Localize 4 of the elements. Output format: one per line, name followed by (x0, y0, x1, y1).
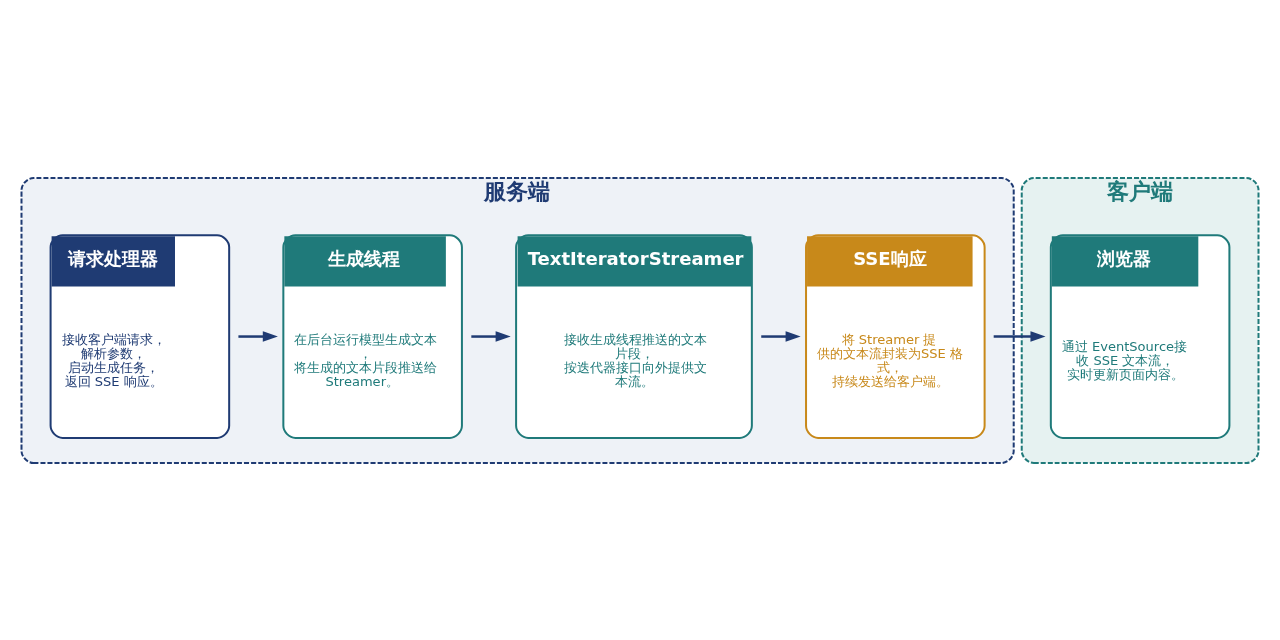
arrow (238, 330, 278, 342)
arrow (993, 330, 1046, 342)
arrow (761, 330, 801, 342)
arrow (471, 330, 511, 342)
